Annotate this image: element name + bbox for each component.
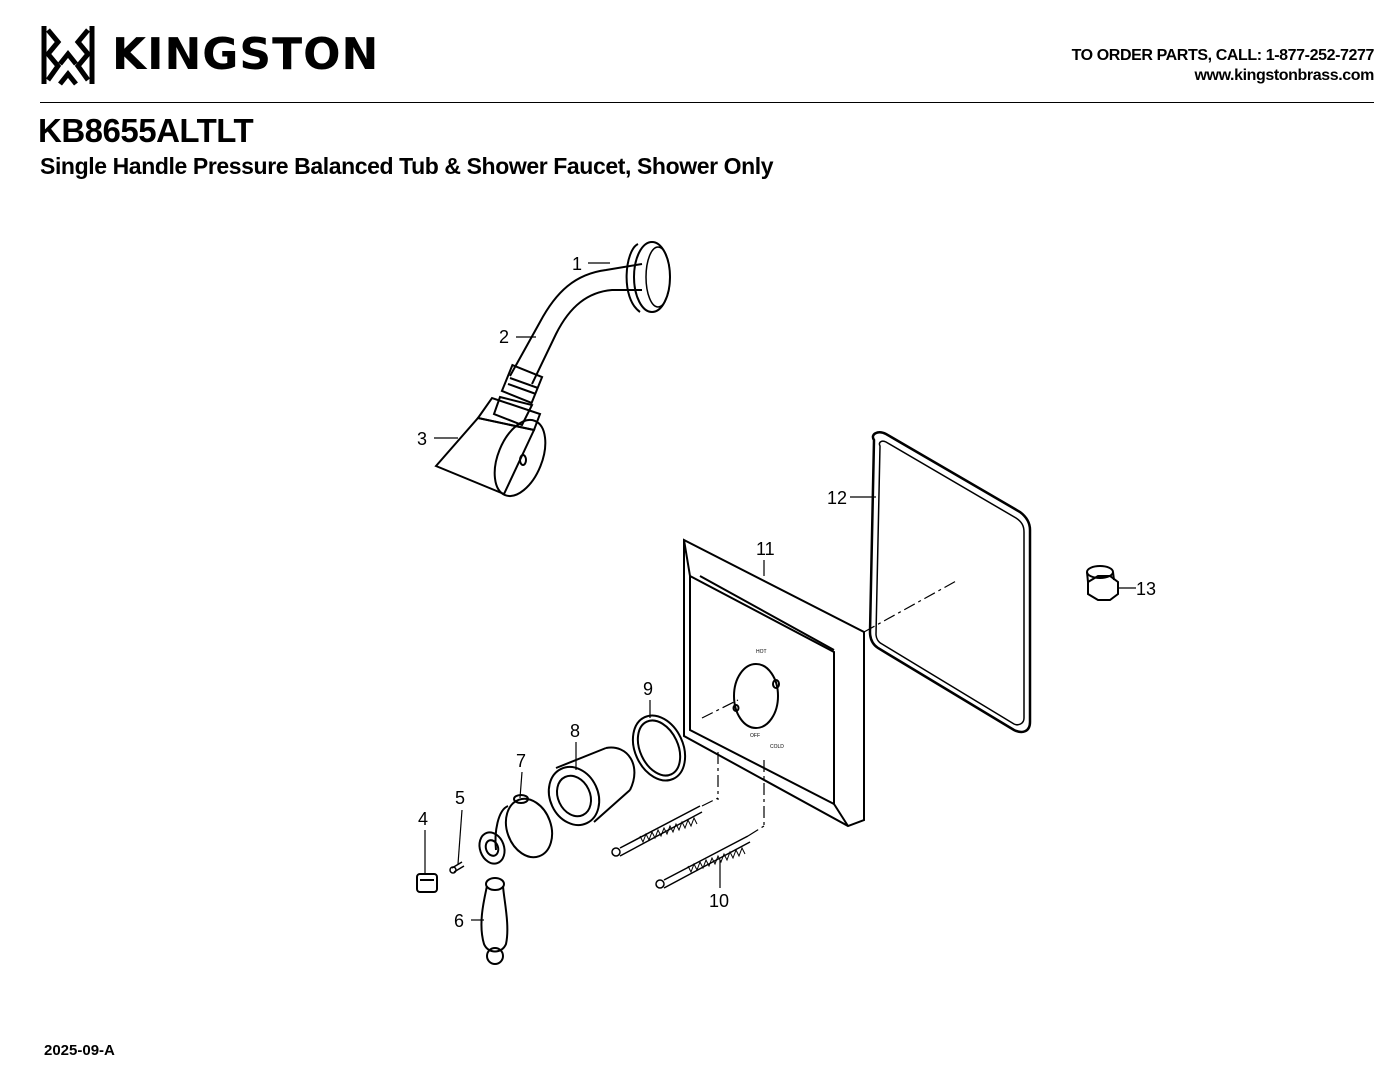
callout-11: 11 xyxy=(756,539,775,559)
part-3-shower-head xyxy=(434,395,547,497)
callout-13: 13 xyxy=(1136,579,1156,599)
order-phone-line: TO ORDER PARTS, CALL: 1-877-252-7277 xyxy=(1071,47,1375,64)
revision-code: 2025-09-A xyxy=(44,1042,115,1059)
faceplate-off-label: OFF xyxy=(750,733,760,739)
brand-name: KINGSTON xyxy=(112,29,380,80)
part-11-trim-plate xyxy=(683,538,865,828)
part-10-mounting-screws xyxy=(611,805,751,889)
callout-4: 4 xyxy=(418,809,428,829)
callout-8: 8 xyxy=(570,721,580,741)
part-12-gasket xyxy=(868,431,1032,734)
kingston-monogram-icon xyxy=(41,26,95,86)
callout-9: 9 xyxy=(643,679,653,699)
part-1-shower-flange xyxy=(625,241,671,313)
callout-6: 6 xyxy=(454,911,464,931)
part-13-plug xyxy=(1086,565,1119,601)
callout-10: 10 xyxy=(709,891,729,911)
callout-12: 12 xyxy=(827,488,847,508)
part-2-shower-arm xyxy=(500,263,643,405)
callout-leader-lines xyxy=(424,262,1136,921)
header-divider xyxy=(40,102,1374,103)
part-4-index-button xyxy=(416,873,438,893)
model-number: KB8655ALTLT xyxy=(38,112,254,149)
assembly-axis-lines xyxy=(701,579,959,837)
faceplate-hot-label: HOT xyxy=(756,649,767,655)
callout-2: 2 xyxy=(499,327,509,347)
order-contact: TO ORDER PARTS, CALL: 1-877-252-7277 www… xyxy=(1071,46,1375,86)
part-6-lever-handle xyxy=(480,877,509,965)
brand-logo: KINGSTON xyxy=(40,24,379,86)
part-9-ring xyxy=(631,714,687,782)
website-link[interactable]: www.kingstonbrass.com xyxy=(1194,67,1375,84)
part-7-handle-hub xyxy=(478,794,554,865)
faceplate-cold-label: COLD xyxy=(770,744,784,750)
part-5-handle-screw xyxy=(449,861,465,874)
part-8-sleeve xyxy=(547,746,636,827)
callout-1: 1 xyxy=(572,254,582,274)
callout-3: 3 xyxy=(417,429,427,449)
callout-7: 7 xyxy=(516,751,526,771)
product-description: Single Handle Pressure Balanced Tub & Sh… xyxy=(40,153,774,179)
callout-5: 5 xyxy=(455,788,465,808)
